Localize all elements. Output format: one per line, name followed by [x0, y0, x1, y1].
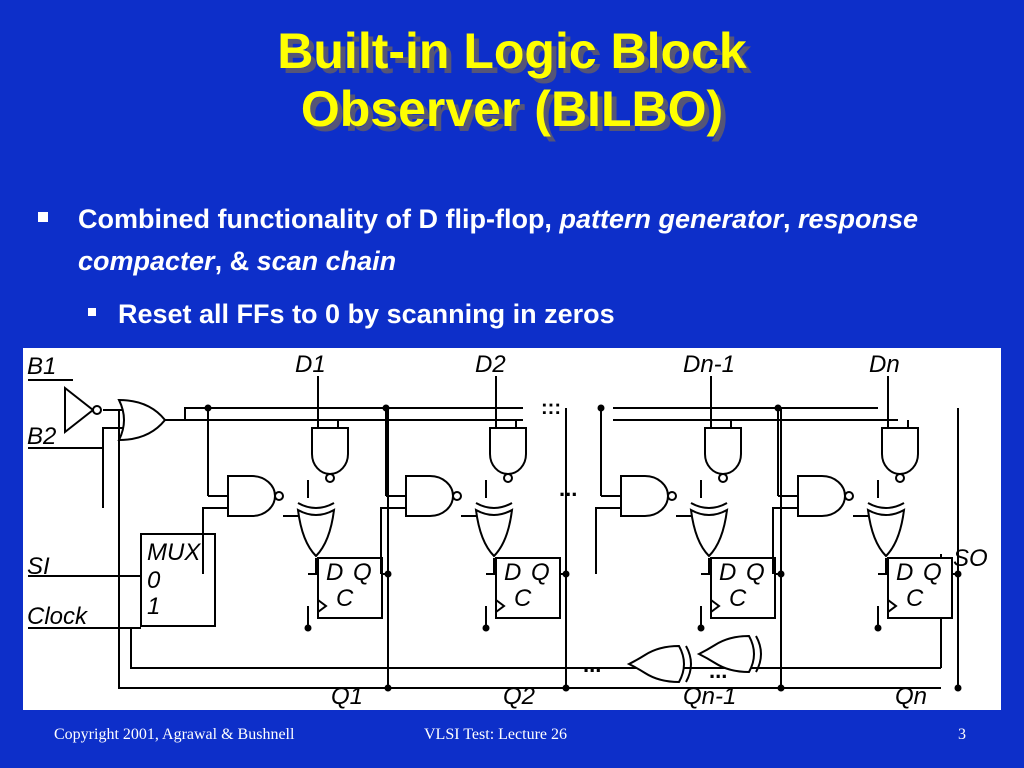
footer-copyright: Copyright 2001, Agrawal & Bushnell — [54, 726, 295, 743]
bullet-text-part-3: , & — [214, 246, 257, 276]
stage-3-xor — [690, 502, 728, 557]
sub-bullet-1-text: Reset all FFs to 0 by scanning in zeros — [118, 299, 615, 329]
label-d-1: D1 — [295, 351, 326, 378]
label-q-2: Q2 — [503, 683, 535, 710]
circuit-wires — [28, 379, 942, 689]
chain-ellipsis: ... — [709, 658, 727, 683]
stage-3-nand-left — [620, 475, 677, 517]
stage-4-ff-d: D — [896, 559, 913, 586]
stage-4-ff-q: Q — [923, 559, 942, 586]
stage-2-ff-c: C — [514, 585, 532, 612]
mux-in1-label: 1 — [147, 593, 160, 620]
stage-1 — [202, 376, 392, 692]
bullet-text-part-1: Combined functionality of D flip-flop, — [78, 204, 560, 234]
label-b2: B2 — [27, 423, 56, 450]
stage-2-ff-q: Q — [531, 559, 550, 586]
label-q-3: Qn-1 — [683, 683, 736, 710]
label-b1: B1 — [27, 353, 56, 380]
stage-3-nand-top — [704, 427, 742, 483]
stage-3 — [595, 376, 785, 692]
title-block: Built-in Logic Block Observer (BILBO) — [0, 22, 1024, 138]
stage-1-nand-left — [227, 475, 284, 517]
mux-in0-label: 0 — [147, 567, 161, 594]
title-line-1: Built-in Logic Block — [277, 23, 747, 79]
slide-title: Built-in Logic Block Observer (BILBO) — [0, 22, 1024, 138]
stage-2 — [380, 376, 570, 692]
bottom-ellipsis: ... — [583, 652, 601, 677]
stage-4-ff-c: C — [906, 585, 924, 612]
stage-1-ff-d: D — [326, 559, 343, 586]
stage-2-nand-left — [405, 475, 462, 517]
label-clock: Clock — [27, 603, 89, 630]
label-d-3: Dn-1 — [683, 351, 735, 378]
label-d-2: D2 — [475, 351, 506, 378]
stage-3-ff-d: D — [719, 559, 736, 586]
stage-2-ff-d: D — [504, 559, 521, 586]
bullet-italic-2: response compacter — [78, 204, 919, 276]
stage-1-xor — [297, 502, 335, 557]
square-bullet-icon — [38, 212, 48, 222]
sub-bullet-square-icon — [88, 308, 96, 316]
title-line-2: Observer (BILBO) — [300, 81, 724, 137]
label-q-1: Q1 — [331, 683, 363, 710]
label-q-4: Qn — [895, 683, 927, 710]
bullet-italic-1: pattern generator — [559, 204, 783, 234]
stage-2-nand-top — [489, 427, 527, 483]
label-d-4: Dn — [869, 351, 900, 378]
label-si: SI — [27, 553, 50, 580]
bullet-text-part-2: , — [783, 204, 799, 234]
feedback-xor-1 — [628, 645, 692, 683]
label-so: SO — [953, 545, 988, 572]
stage-4-nand-left — [797, 475, 854, 517]
stage-3-ff-q: Q — [746, 559, 765, 586]
stage-1-nand-top — [311, 427, 349, 483]
input-inverter — [64, 385, 102, 435]
bullet-1-text: Combined functionality of D flip-flop, p… — [78, 198, 958, 282]
footer-page-number: 3 — [958, 726, 966, 743]
bullet-italic-3: scan chain — [256, 246, 397, 276]
stage-1-ff-c: C — [336, 585, 354, 612]
input-or-gate — [117, 398, 167, 442]
stage-4-xor — [867, 502, 905, 557]
stage-4-nand-top — [881, 427, 919, 483]
feedback-xor-chain — [628, 635, 762, 683]
top-vellipsis: ::: — [541, 397, 561, 419]
stage-2-xor — [475, 502, 513, 557]
stage-4 — [772, 376, 962, 692]
mux-label: MUX — [147, 539, 201, 566]
stage-1-ff-q: Q — [353, 559, 372, 586]
middle-ellipsis: ... — [559, 476, 577, 501]
footer-course: VLSI Test: Lecture 26 — [424, 726, 567, 743]
stage-3-ff-c: C — [729, 585, 747, 612]
